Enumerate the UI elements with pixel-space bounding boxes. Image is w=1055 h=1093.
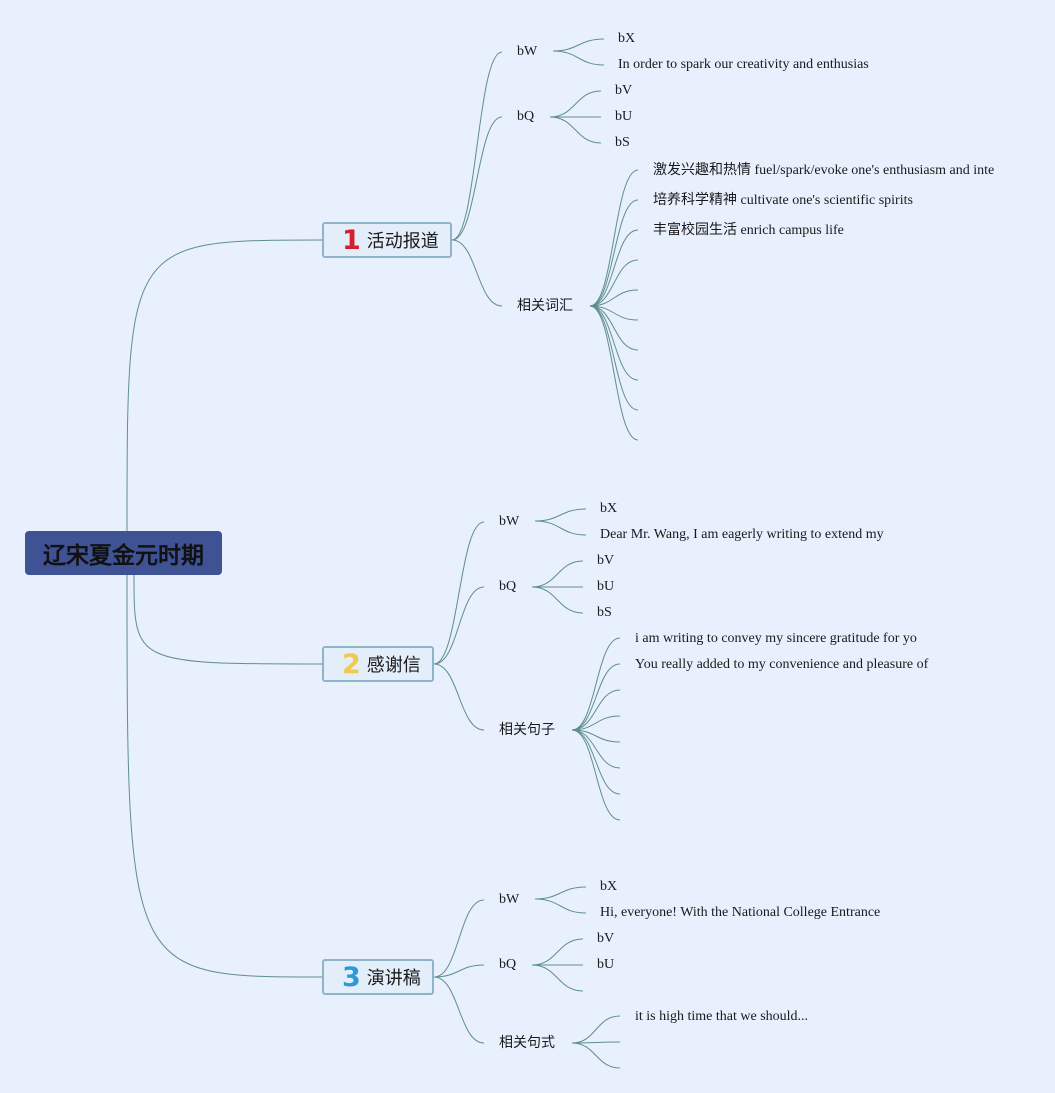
root-node[interactable]: 辽宋夏金元时期 <box>25 531 222 575</box>
leaf-item[interactable]: 激发兴趣和热情 fuel/spark/evoke one's enthusias… <box>653 163 995 178</box>
connector-line <box>571 637 621 731</box>
subtopic-bw[interactable]: bW <box>517 44 538 59</box>
connector-line <box>589 229 639 307</box>
topic-speech[interactable]: 3 演讲稿 <box>322 959 434 995</box>
leaf-item[interactable]: In order to spark our creativity and ent… <box>618 57 869 72</box>
connector-line <box>589 289 639 307</box>
leaf-item[interactable]: it is high time that we should... <box>635 1009 809 1024</box>
connector-line <box>433 899 485 978</box>
connector-line <box>552 38 605 52</box>
connector-line <box>433 521 485 665</box>
subtopic-bq[interactable]: bQ <box>499 957 517 972</box>
connector-line <box>531 560 584 588</box>
connector-line <box>534 886 587 900</box>
connector-line <box>589 199 639 307</box>
connector-line <box>549 116 602 144</box>
connector-line <box>571 1015 621 1044</box>
subtopic-bq[interactable]: bQ <box>517 109 535 124</box>
connector-line <box>571 729 621 769</box>
leaf-item[interactable]: bU <box>615 109 633 124</box>
number-3-icon: 3 <box>342 961 361 993</box>
connector-line <box>589 259 639 307</box>
topic-title: 演讲稿 <box>366 968 421 989</box>
leaf-item[interactable]: 丰富校园生活 enrich campus life <box>653 223 844 238</box>
leaf-item[interactable]: bU <box>597 579 615 594</box>
leaf-item[interactable]: bX <box>600 501 618 516</box>
subtopic-sentence-patterns[interactable]: 相关句式 <box>499 1035 555 1051</box>
number-1-icon: 1 <box>342 224 361 256</box>
connector-line <box>531 938 584 966</box>
connector-line <box>126 239 323 532</box>
connector-line <box>433 586 485 665</box>
leaf-item[interactable]: bU <box>597 957 615 972</box>
leaf-item[interactable]: bV <box>615 83 633 98</box>
connector-line <box>534 898 587 914</box>
connector-line <box>571 729 621 795</box>
connector-line <box>534 520 587 536</box>
leaf-item[interactable]: Hi, everyone! With the National College … <box>600 905 881 920</box>
leaf-item[interactable]: Dear Mr. Wang, I am eagerly writing to e… <box>600 527 884 542</box>
connector-line <box>451 116 503 241</box>
connector-line <box>451 239 503 307</box>
connector-line <box>571 663 621 731</box>
leaf-item[interactable]: i am writing to convey my sincere gratit… <box>635 631 917 646</box>
connector-line <box>571 1042 621 1069</box>
topic-title: 活动报道 <box>366 231 439 252</box>
connector-line <box>589 305 639 381</box>
leaf-item[interactable]: bV <box>597 931 615 946</box>
root-title: 辽宋夏金元时期 <box>43 543 204 569</box>
subtopic-bq[interactable]: bQ <box>499 579 517 594</box>
subtopic-sentences[interactable]: 相关句子 <box>499 722 555 738</box>
connector-line <box>534 508 587 522</box>
leaf-item[interactable]: bS <box>597 605 612 620</box>
connector-line <box>433 663 485 731</box>
connector-line <box>589 305 639 411</box>
connector-line <box>433 976 485 1044</box>
number-2-icon: 2 <box>342 648 361 680</box>
topic-activity-report[interactable]: 1 活动报道 <box>322 222 452 258</box>
topic-title: 感谢信 <box>366 655 421 676</box>
connector-line <box>571 729 621 821</box>
connector-line <box>589 305 639 441</box>
topic-thank-you-letter[interactable]: 2 感谢信 <box>322 646 434 682</box>
connector-line <box>133 574 323 665</box>
leaf-item[interactable]: bV <box>597 553 615 568</box>
connector-line <box>552 50 605 66</box>
leaf-item[interactable]: bS <box>615 135 630 150</box>
leaf-item[interactable]: 培养科学精神 cultivate one's scientific spirit… <box>653 193 913 208</box>
connector-line <box>571 715 621 731</box>
leaf-item[interactable]: You really added to my convenience and p… <box>635 657 929 672</box>
connector-line <box>126 574 323 978</box>
connector-line <box>571 689 621 731</box>
subtopic-bw[interactable]: bW <box>499 892 520 907</box>
subtopic-bw[interactable]: bW <box>499 514 520 529</box>
connector-line <box>531 586 584 614</box>
subtopic-vocabulary[interactable]: 相关词汇 <box>517 298 573 314</box>
connector-line <box>589 305 639 351</box>
leaf-item[interactable]: bX <box>618 31 636 46</box>
connector-line <box>451 51 503 241</box>
leaf-item[interactable]: bX <box>600 879 618 894</box>
connector-line <box>589 169 639 307</box>
connector-line <box>549 90 602 118</box>
connector-line <box>531 964 584 992</box>
connector-line <box>433 964 485 978</box>
